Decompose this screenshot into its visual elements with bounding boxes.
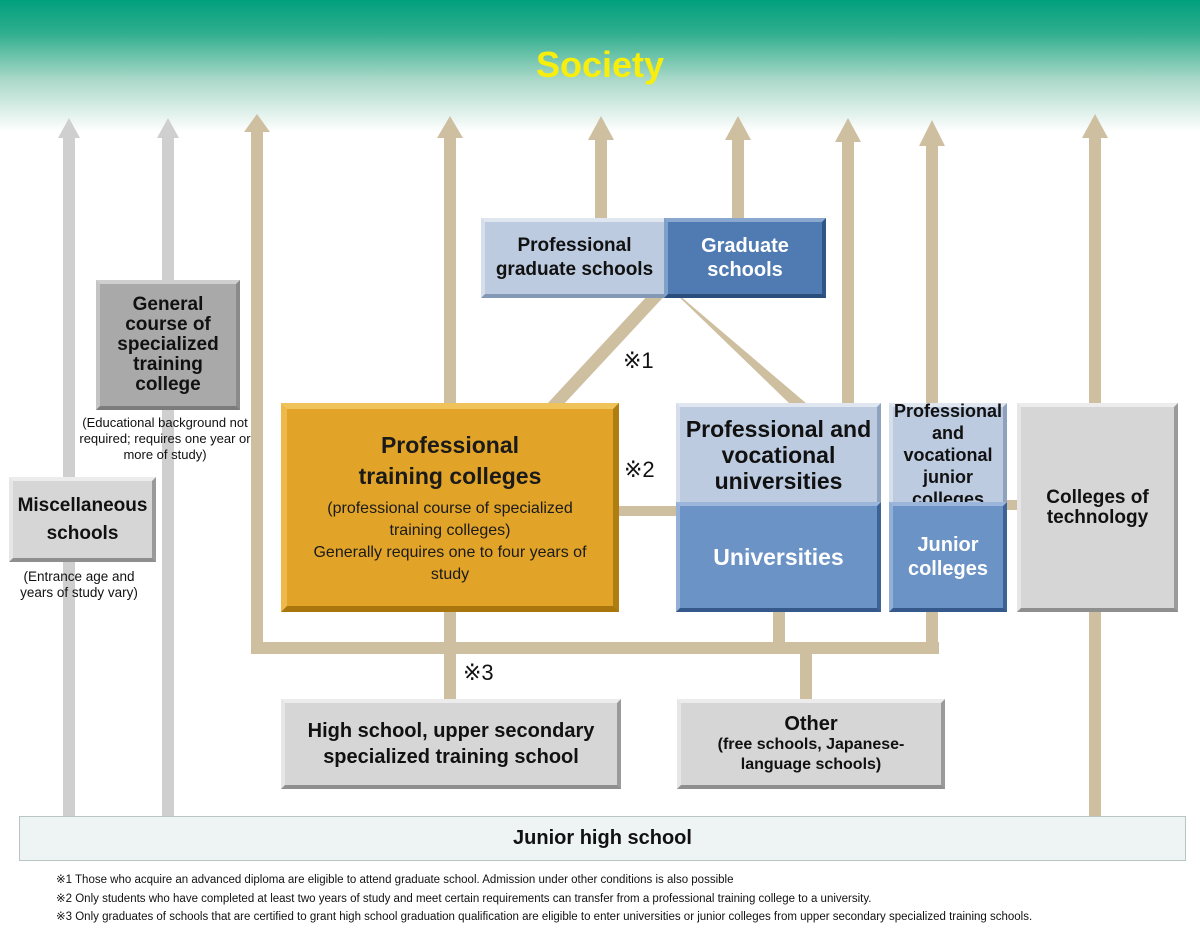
arrow-head (244, 114, 270, 132)
professional-training-study: Generally requires one to four years of … (313, 543, 587, 583)
professional-training-colleges-box: Professional training colleges (professi… (281, 403, 619, 612)
society-header: Society (0, 0, 1200, 132)
arrow-head (919, 120, 945, 146)
arrow-head (437, 116, 463, 138)
mark-2: ※2 (624, 457, 655, 482)
universities-label: Universities (713, 543, 844, 570)
graduate-schools-box: Graduate schools (664, 218, 826, 298)
miscellaneous-schools-box: Miscellaneous schools (9, 477, 156, 562)
miscellaneous-schools-label: Miscellaneous schools (17, 494, 148, 544)
junior-high-school-label: Junior high school (513, 827, 692, 849)
colleges-of-technology-label: Colleges of technology (1046, 486, 1149, 528)
junior-colleges-box: Junior colleges (889, 502, 1007, 612)
mark-1: ※1 (623, 348, 654, 373)
professional-graduate-schools-label: Professional graduate schools (495, 235, 654, 280)
junior-colleges-label: Junior colleges (907, 534, 989, 580)
general-course-label: General course of specialized training c… (117, 294, 219, 395)
other-box: Other (free schools, Japanese-language s… (677, 699, 945, 789)
general-arrow-shaft (162, 136, 174, 816)
graduate-schools-label: Graduate schools (701, 235, 789, 281)
high-school-box: High school, upper secondary specialized… (281, 699, 621, 789)
junior-high-school-bar: Junior high school (19, 816, 1186, 861)
other-title: Other (784, 713, 838, 735)
arrow-head (835, 118, 861, 142)
professional-graduate-schools-box: Professional graduate schools (481, 218, 668, 298)
footnote-3: ※3 Only graduates of schools that are ce… (56, 911, 1033, 923)
professional-training-subtitle: (professional course of specialized trai… (327, 499, 573, 539)
professional-vocational-universities-label: Professional and vocational universities (685, 416, 872, 494)
society-title: Society (535, 44, 665, 85)
professional-junior-colleges-box: Professional and vocational junior colle… (889, 401, 1007, 509)
arrow-head (725, 116, 751, 140)
universities-box: Universities (676, 502, 881, 612)
misc-arrow-shaft (63, 136, 75, 816)
mark-3: ※3 (463, 660, 494, 685)
general-arrow-head (157, 118, 179, 138)
arrow-head (588, 116, 614, 140)
professional-training-title: Professional training colleges (358, 431, 542, 489)
arrow-head (1082, 114, 1108, 138)
general-course-box: General course of specialized training c… (96, 280, 240, 410)
professional-junior-colleges-label: Professional and vocational junior colle… (893, 401, 1003, 509)
footnote-2: ※2 Only students who have completed at l… (56, 893, 872, 905)
misc-arrow-head (58, 118, 80, 138)
miscellaneous-note: (Entrance age and years of study vary) (20, 569, 138, 600)
high-school-label: High school, upper secondary specialized… (307, 720, 595, 768)
other-subtitle: (free schools, Japanese-language schools… (717, 736, 905, 773)
general-course-note: (Educational background not required; re… (79, 415, 251, 462)
colleges-of-technology-box: Colleges of technology (1017, 403, 1178, 612)
professional-vocational-universities-box: Professional and vocational universities (676, 403, 881, 507)
footnote-1: ※1 Those who acquire an advanced diploma… (56, 874, 734, 886)
